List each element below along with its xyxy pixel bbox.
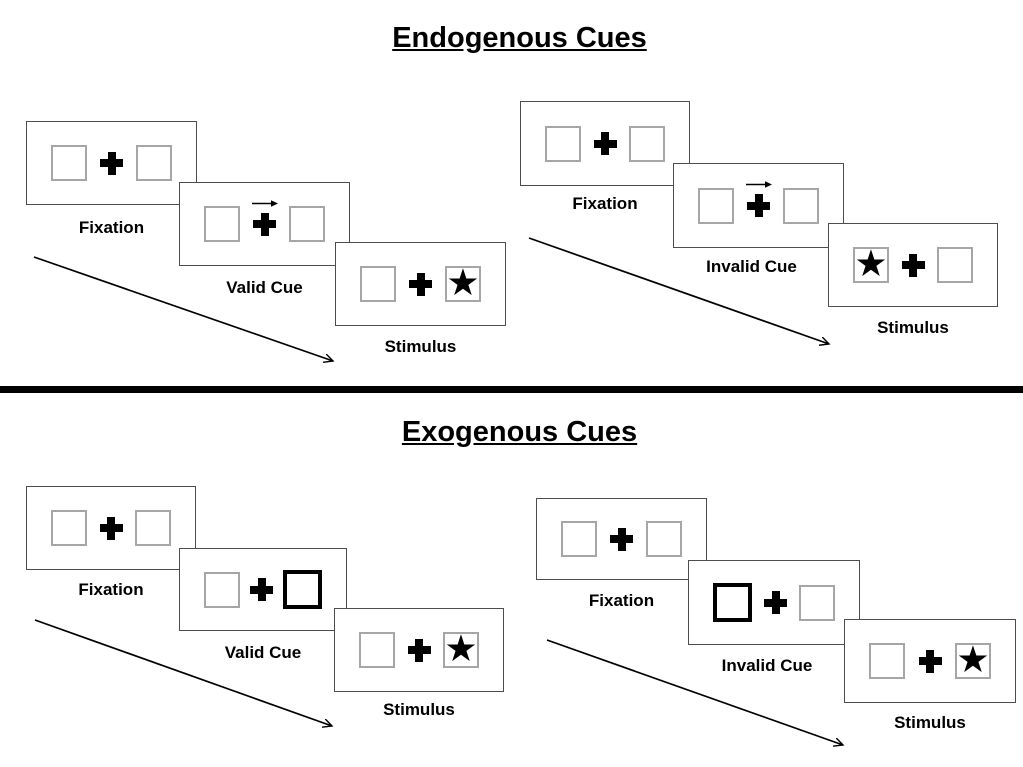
timeline-arrow — [33, 256, 338, 367]
stimulus-label: Stimulus — [877, 318, 949, 337]
highlighted-cue-box — [713, 583, 752, 622]
right-placeholder-box — [799, 584, 835, 621]
stimulus-card: ★ — [334, 608, 504, 692]
left-placeholder-box — [359, 632, 395, 668]
fixation-cross-icon — [407, 638, 431, 662]
fixation-card — [536, 498, 707, 580]
cue-label: Valid Cue — [224, 643, 302, 662]
fixation-cross — [901, 253, 925, 277]
right-placeholder-box — [135, 510, 171, 546]
left-placeholder-box — [204, 571, 240, 608]
left-placeholder-box — [204, 206, 240, 242]
right-placeholder-box — [629, 125, 665, 162]
fixation-cross-icon — [409, 272, 432, 296]
valid-cue-card — [179, 182, 350, 266]
cue-arrow-icon — [251, 199, 278, 207]
fixation-cross-icon — [593, 132, 617, 155]
target-box: ★ — [443, 627, 479, 670]
fixation-cross — [100, 151, 123, 175]
left-placeholder-box — [360, 266, 396, 302]
fixation-label: Fixation — [588, 591, 655, 610]
fixation-cross-icon — [901, 253, 925, 277]
fixation-cross-icon — [764, 591, 787, 614]
target-box: ★ — [955, 638, 991, 681]
star-icon: ★ — [446, 261, 480, 304]
left-placeholder-box — [545, 125, 581, 162]
fixation-cross — [593, 132, 617, 155]
fixation-cross — [745, 181, 772, 217]
stimulus-card: ★ — [828, 223, 998, 307]
target-box: ★ — [445, 261, 481, 304]
fixation-cross — [251, 199, 278, 236]
left-placeholder-box — [698, 187, 734, 224]
fixation-cross — [610, 527, 633, 551]
target-box: ★ — [853, 242, 889, 285]
invalid-cue-card — [673, 163, 844, 248]
fixation-cross — [99, 516, 123, 540]
fixation-cross — [764, 591, 787, 614]
right-placeholder-box — [289, 206, 325, 242]
timeline-arrow — [34, 619, 338, 732]
timeline-arrow — [546, 639, 849, 751]
valid-cue-card — [179, 548, 347, 631]
left-placeholder-box — [869, 643, 905, 679]
stimulus-label: Stimulus — [384, 337, 457, 356]
cue-label: Invalid Cue — [706, 257, 797, 276]
fixation-cross-icon — [747, 194, 770, 217]
cue-label: Invalid Cue — [721, 656, 813, 675]
star-icon: ★ — [854, 242, 888, 285]
right-placeholder-box — [136, 145, 172, 181]
section-divider — [0, 386, 1023, 393]
exogenous-title: Exogenous Cues — [401, 416, 638, 448]
right-placeholder-box — [783, 187, 819, 224]
fixation-cross-icon — [250, 578, 273, 601]
left-placeholder-box — [51, 145, 87, 181]
fixation-cross — [918, 649, 942, 673]
fixation-cross — [250, 578, 273, 601]
fixation-card — [26, 121, 197, 205]
fixation-card — [520, 101, 690, 186]
stimulus-label: Stimulus — [383, 700, 455, 719]
star-icon: ★ — [956, 638, 990, 681]
left-placeholder-box — [51, 510, 87, 546]
fixation-label: Fixation — [78, 218, 145, 237]
cue-arrow-icon — [745, 181, 772, 188]
fixation-cross — [407, 638, 431, 662]
stimulus-label: Stimulus — [894, 713, 966, 732]
stimulus-card: ★ — [844, 619, 1016, 703]
fixation-cross — [409, 272, 432, 296]
fixation-cross-icon — [253, 212, 276, 236]
right-placeholder-box — [646, 521, 682, 557]
fixation-label: Fixation — [78, 580, 144, 599]
right-placeholder-box — [937, 247, 973, 283]
star-icon: ★ — [444, 627, 478, 670]
left-placeholder-box — [561, 521, 597, 557]
stimulus-card: ★ — [335, 242, 506, 326]
fixation-cross-icon — [918, 649, 942, 673]
fixation-card — [26, 486, 196, 570]
timeline-arrow — [528, 237, 835, 350]
highlighted-cue-box — [283, 570, 322, 609]
fixation-label: Fixation — [572, 194, 638, 213]
cue-label: Valid Cue — [226, 278, 303, 297]
invalid-cue-card — [688, 560, 860, 645]
fixation-cross-icon — [100, 151, 123, 175]
fixation-cross-icon — [99, 516, 123, 540]
fixation-cross-icon — [610, 527, 633, 551]
endogenous-title: Endogenous Cues — [392, 22, 647, 54]
